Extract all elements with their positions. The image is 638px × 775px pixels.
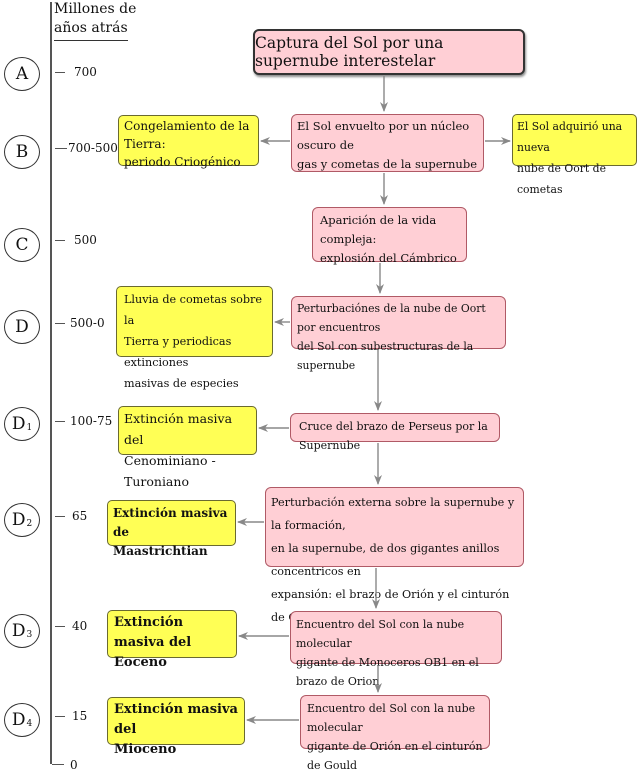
era-circle-b: B: [4, 135, 40, 169]
consequence-b-right-line1: El Sol adquirió una nueva: [517, 120, 623, 154]
consequence-d4-line2: Mioceno: [114, 742, 177, 757]
axis-header-line1: Millones de: [54, 1, 137, 17]
event-d2-line1: Perturbación externa sobre la supernube …: [271, 496, 515, 532]
title-box: Captura del Sol por una supernube intere…: [253, 29, 525, 75]
event-box-d3: Encuentro del Sol con la nube molecular …: [290, 611, 502, 688]
axis-header-line2: años atrás: [54, 20, 128, 36]
tick-end: [52, 764, 64, 765]
consequence-d1-line2: Cenominiano - Turoniano: [124, 453, 216, 489]
event-b-line1: El Sol envuelto por un núcleo oscuro de: [297, 119, 470, 152]
consequence-d3-line2: Eoceno: [114, 655, 167, 670]
time-label-d2: 65: [72, 509, 88, 523]
consequence-b-left-line2: periodo Criogénico: [124, 155, 241, 169]
consequence-d2-line1: Extinción masiva de: [113, 506, 228, 539]
time-label-end: 0: [70, 758, 78, 772]
header-underline: [54, 40, 128, 41]
consequence-d-line3: masivas de especies: [124, 377, 239, 390]
event-c-line1: Aparición de la vida compleja:: [320, 213, 437, 246]
consequence-d2-line2: Maastrichtian: [113, 544, 208, 558]
consequence-box-d4: Extinción masiva del Mioceno: [107, 697, 245, 757]
event-d2-line2: en la supernube, de dos gigantes anillos…: [271, 542, 500, 578]
consequence-box-d2: Extinción masiva de Maastrichtian: [107, 500, 236, 558]
event-box-c: Aparición de la vida compleja: explosión…: [312, 207, 467, 265]
event-c-line2: explosión del Cámbrico: [320, 251, 457, 265]
event-d4-line2: gigante de Orión en el cinturón de Gould: [307, 740, 483, 772]
time-label-d: 500-0: [70, 316, 105, 330]
event-d1-line1: Cruce del brazo de Perseus por la Supern…: [299, 420, 488, 452]
consequence-box-d: Lluvia de cometas sobre la Tierra y peri…: [116, 286, 273, 390]
event-box-b: El Sol envuelto por un núcleo oscuro de …: [291, 114, 484, 172]
time-label-d4: 15: [72, 709, 88, 723]
time-label-d1: 100-75: [70, 414, 113, 428]
tick-d4: [55, 716, 65, 717]
event-box-d2: Perturbación externa sobre la supernube …: [265, 487, 524, 624]
tick-c: [55, 240, 65, 241]
consequence-box-b-left: Congelamiento de la Tierra: periodo Crio…: [118, 115, 259, 169]
consequence-b-right-line2: nube de Oort de cometas: [517, 162, 606, 196]
event-box-d1: Cruce del brazo de Perseus por la Supern…: [290, 413, 500, 452]
event-d3-line1: Encuentro del Sol con la nube molecular: [296, 618, 465, 650]
time-label-a: 700: [74, 65, 97, 79]
tick-d: [55, 323, 65, 324]
axis-header: Millones de años atrás: [54, 0, 136, 38]
consequence-d4-line1: Extinción masiva del: [114, 702, 238, 737]
time-label-c: 500: [74, 233, 97, 247]
event-d3-line2: gigante de Monoceros OB1 en el brazo de …: [296, 656, 479, 688]
title-text: Captura del Sol por una supernube intere…: [255, 34, 444, 70]
time-label-b: 700-500: [68, 141, 118, 155]
consequence-d-line1: Lluvia de cometas sobre la: [124, 293, 262, 327]
event-d-line2: del Sol con subestructuras de la supernu…: [297, 340, 474, 372]
event-d4-line1: Encuentro del Sol con la nube molecular: [307, 702, 476, 734]
era-circle-d: D: [4, 310, 40, 344]
timeline-axis: [50, 2, 52, 764]
consequence-box-b-right: El Sol adquirió una nueva nube de Oort d…: [512, 114, 637, 196]
consequence-d3-line1: Extinción masiva del: [114, 615, 192, 650]
consequence-box-d3: Extinción masiva del Eoceno: [107, 610, 237, 670]
tick-b: [55, 148, 67, 149]
consequence-b-left-line1: Congelamiento de la Tierra:: [124, 119, 250, 151]
event-d-line1: Perturbaciónes de la nube de Oort por en…: [297, 302, 486, 334]
era-circle-c: C: [4, 228, 40, 262]
consequence-d-line2: Tierra y periodicas extinciones: [124, 335, 232, 369]
era-circle-a: A: [4, 57, 40, 91]
event-box-d4: Encuentro del Sol con la nube molecular …: [300, 695, 490, 772]
time-label-d3: 40: [72, 619, 88, 633]
consequence-box-d1: Extinción masiva del Cenominiano - Turon…: [118, 406, 257, 489]
tick-d2: [55, 516, 65, 517]
tick-d3: [55, 626, 65, 627]
event-box-d: Perturbaciónes de la nube de Oort por en…: [291, 296, 506, 372]
tick-a: [55, 72, 65, 73]
event-b-line2: gas y cometas de la supernube: [297, 157, 478, 171]
tick-d1: [55, 421, 65, 422]
consequence-d1-line1: Extinción masiva del: [124, 411, 233, 447]
